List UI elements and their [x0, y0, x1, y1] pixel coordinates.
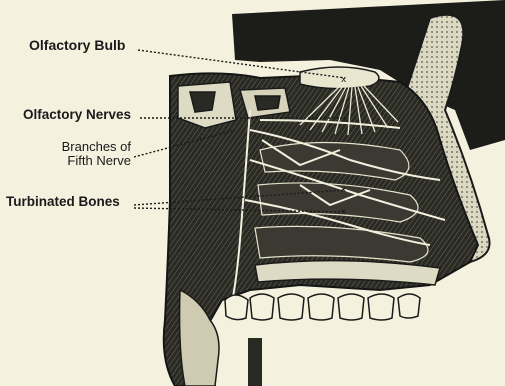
olfactory-bulb-shape: [300, 67, 379, 89]
label-olfactory-nerves: Olfactory Nerves: [23, 108, 131, 122]
svg-text:x: x: [341, 207, 347, 217]
label-fifth-line1: Branches of: [46, 140, 131, 154]
label-turbinated-bones: Turbinated Bones: [6, 195, 120, 209]
svg-text:x: x: [343, 115, 349, 125]
label-branches-fifth-nerve: Branches of Fifth Nerve: [46, 140, 131, 167]
label-fifth-line2: Fifth Nerve: [46, 154, 131, 168]
svg-text:x: x: [341, 75, 347, 85]
turbinate-shapes: [255, 143, 428, 263]
jaw-bar: [248, 338, 262, 386]
teeth: [225, 294, 420, 320]
svg-text:x: x: [341, 185, 347, 195]
label-olfactory-bulb: Olfactory Bulb: [29, 38, 125, 53]
